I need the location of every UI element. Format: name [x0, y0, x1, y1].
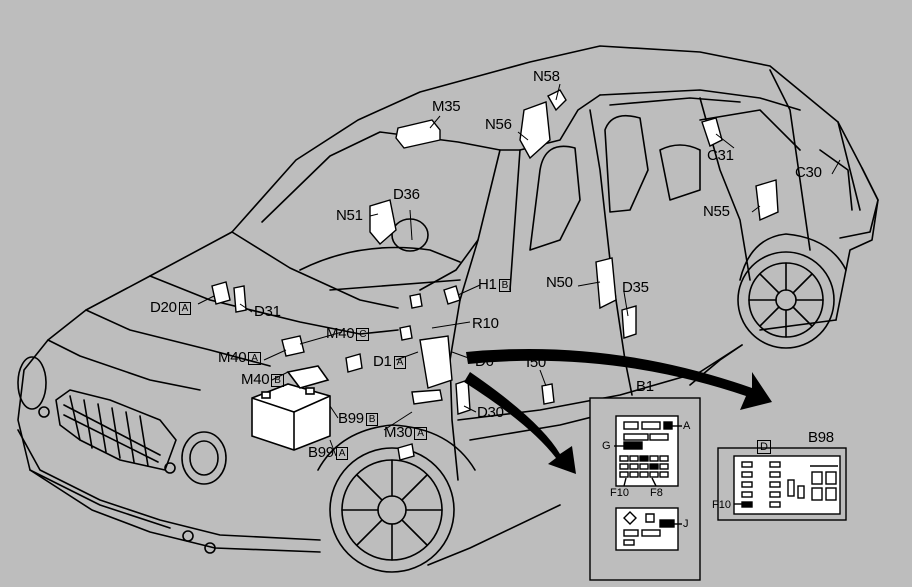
label-d35: D35	[622, 279, 649, 296]
label-i50: I50	[526, 354, 546, 371]
label-c31: C31	[707, 147, 734, 164]
component-blocks	[211, 89, 779, 461]
inset-b98	[717, 447, 847, 521]
label-n55: N55	[703, 203, 730, 220]
leader-lines	[197, 83, 841, 457]
label-m35: M35	[432, 98, 461, 115]
car-body-outline	[17, 45, 879, 573]
label-n51: N51	[336, 207, 363, 224]
callout-arrows	[464, 348, 772, 474]
inset-b98-label-f10: F10	[712, 499, 731, 511]
inset-b1-label-j: J	[683, 518, 689, 530]
label-d31: D31	[254, 303, 281, 320]
label-n50: N50	[546, 274, 573, 291]
inset-b1-label-f10: F10	[610, 487, 629, 499]
label-c30: C30	[795, 164, 822, 181]
battery	[251, 365, 331, 451]
label-r10: R10	[472, 315, 499, 332]
inset-b1-title: B1	[636, 378, 654, 395]
inset-b1-label-f8: F8	[650, 487, 663, 499]
inset-b98-label-d: D	[757, 440, 771, 454]
label-d30: D30	[477, 404, 504, 421]
label-d36: D36	[393, 186, 420, 203]
inset-b1	[589, 397, 701, 581]
label-d6: D6	[475, 353, 494, 370]
label-n56: N56	[485, 116, 512, 133]
inset-b98-title: B98	[808, 429, 834, 446]
inset-b1-label-g: G	[602, 440, 611, 452]
label-n58: N58	[533, 68, 560, 85]
inset-b1-label-a: A	[683, 420, 691, 432]
